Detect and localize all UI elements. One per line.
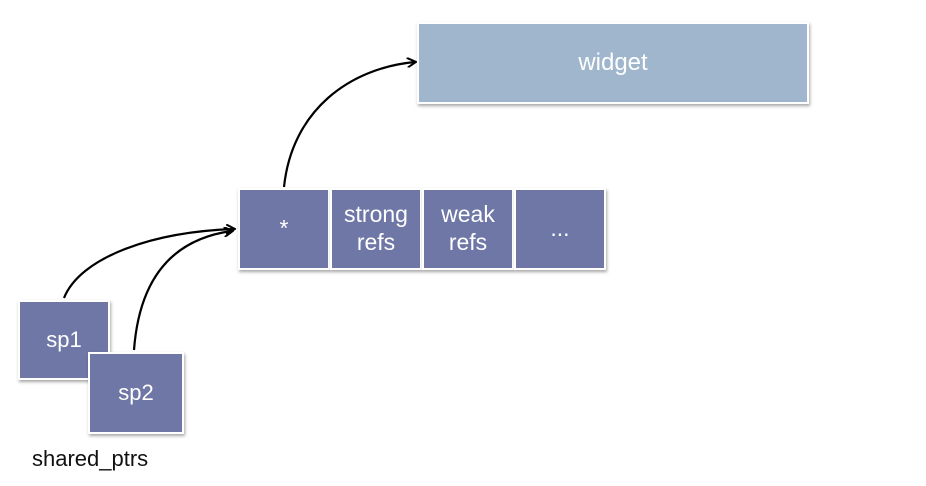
more-cell-label: ... — [550, 215, 570, 242]
arrow-ptr-to-widget — [282, 62, 415, 188]
shared-ptrs-caption: shared_ptrs — [32, 446, 149, 471]
pointer-cell-label: * — [279, 215, 289, 242]
sp2-box: sp2 — [88, 352, 184, 434]
sp1-label: sp1 — [46, 326, 82, 352]
control-block-pointer-cell: * — [238, 188, 330, 270]
weak-refs-label: weak refs — [441, 201, 495, 255]
control-block-strong-refs-cell: strong refs — [330, 188, 422, 270]
arrow-sp1-to-control-block — [62, 229, 234, 299]
sp2-label: sp2 — [118, 379, 154, 405]
control-block-weak-refs-cell: weak refs — [422, 188, 514, 270]
arrow-sp2-to-control-block — [132, 231, 232, 351]
widget-label: widget — [578, 48, 648, 76]
widget-box: widget — [417, 22, 809, 104]
control-block-more-cell: ... — [514, 188, 606, 270]
strong-refs-label: strong refs — [344, 201, 408, 255]
